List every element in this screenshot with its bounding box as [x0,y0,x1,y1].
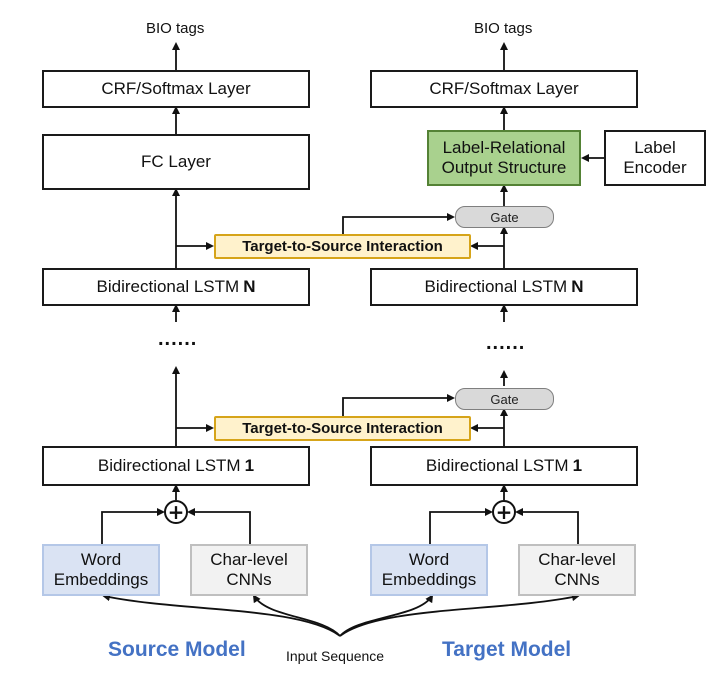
crf-softmax-layer-source: CRF/Softmax Layer [42,70,310,108]
source-model-title: Source Model [108,638,246,661]
ellipsis-source: ...... [158,328,198,350]
plus-icon-target: + [492,500,516,524]
ellipsis-target: ...... [486,332,526,354]
lstm-1-target-index: 1 [572,455,583,475]
char-cnns-target: Char-level CNNs [518,544,636,596]
label-encoder-line2: Encoder [623,158,687,177]
arrow-char-to-plus-source [187,508,251,544]
char-cnns-target-line2: CNNs [554,570,600,589]
label-encoder: Label Encoder [604,130,706,186]
curve-input-to-char-target [339,593,580,637]
lstm-n-target-index: N [571,276,584,296]
lstm-1-source-index: 1 [244,455,255,475]
target-to-source-interaction-top: Target-to-Source Interaction [214,234,471,259]
label-relational-line2: Output Structure [441,158,567,177]
gate-top: Gate [455,206,554,228]
curve-input-to-word-source [102,593,341,637]
curve-input-to-char-source [252,594,341,637]
target-to-source-interaction-bottom: Target-to-Source Interaction [214,416,471,441]
word-embeddings-source: Word Embeddings [42,544,160,596]
char-cnns-source-line1: Char-level [210,549,288,569]
bio-tags-label-target: BIO tags [474,20,533,37]
target-model-title: Target Model [442,638,572,661]
label-relational-line1: Label-Relational [442,137,566,157]
curve-input-to-word-target [339,594,434,637]
char-cnns-source-line2: CNNs [226,570,272,589]
label-relational-output-structure: Label-Relational Output Structure [427,130,581,186]
arrow-word-to-plus-target [429,508,493,544]
arrow-interaction-to-gate-bottom [342,394,455,416]
bio-tags-label-source: BIO tags [146,20,205,37]
word-embeddings-target-line2: Embeddings [381,570,477,589]
arrow-char-to-plus-target [515,508,579,544]
label-encoder-line1: Label [634,137,676,157]
word-embeddings-target: Word Embeddings [370,544,488,596]
lstm-n-target-text: Bidirectional LSTM [424,276,568,296]
word-embeddings-source-line1: Word [80,549,122,569]
char-cnns-target-line1: Char-level [538,549,616,569]
arrow-word-to-plus-source [101,508,165,544]
plus-icon-source: + [164,500,188,524]
lstm-1-target-text: Bidirectional LSTM [425,455,569,475]
word-embeddings-source-line2: Embeddings [53,570,149,589]
lstm-n-source-index: N [243,276,256,296]
arrow-interaction-to-gate-top [342,213,455,234]
char-cnns-source: Char-level CNNs [190,544,308,596]
input-sequence-label: Input Sequence [286,648,385,664]
word-embeddings-target-line1: Word [408,549,450,569]
crf-softmax-layer-target: CRF/Softmax Layer [370,70,638,108]
fc-layer-source: FC Layer [42,134,310,190]
lstm-n-source-text: Bidirectional LSTM [96,276,240,296]
gate-bottom: Gate [455,388,554,410]
lstm-1-source-text: Bidirectional LSTM [97,455,241,475]
